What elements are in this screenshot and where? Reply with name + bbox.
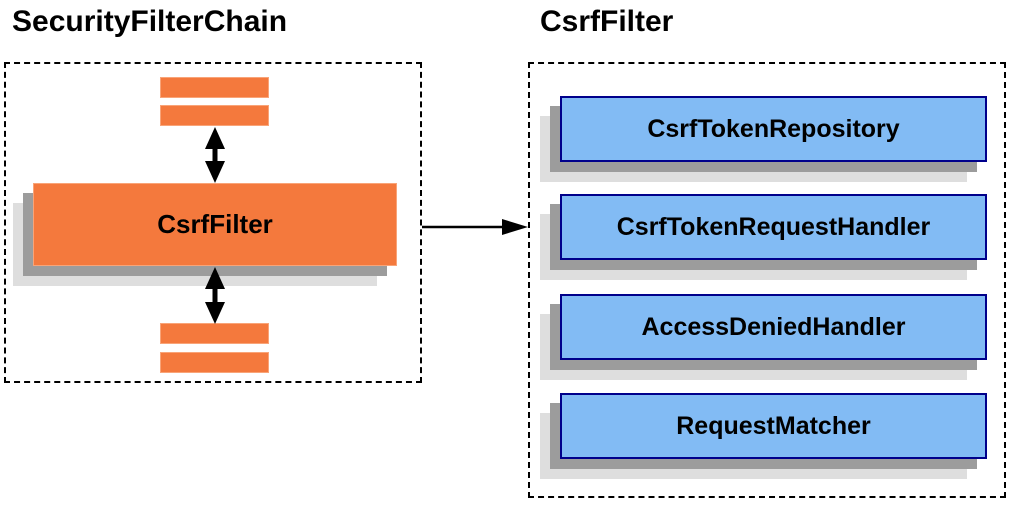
csrf-filter-node: CsrfFilter: [33, 183, 397, 266]
csrf-filter-node-label: CsrfFilter: [157, 209, 273, 239]
csrf-filter-container: [528, 62, 1006, 498]
flow-arrow-icon: [422, 219, 528, 235]
filter-placeholder-bar-2: [160, 105, 269, 126]
csrf-filter-title: CsrfFilter: [540, 5, 674, 38]
component-box-csrf-token-request-handler: CsrfTokenRequestHandler: [560, 194, 987, 260]
component-box-label: RequestMatcher: [676, 411, 871, 440]
filter-placeholder-bar-3: [160, 323, 269, 344]
component-box-csrf-token-repository: CsrfTokenRepository: [560, 96, 987, 162]
component-box-label: AccessDeniedHandler: [641, 312, 906, 341]
component-box-label: CsrfTokenRepository: [647, 114, 900, 143]
component-box-request-matcher: RequestMatcher: [560, 393, 987, 459]
filter-placeholder-bar-1: [160, 77, 269, 98]
security-filter-chain-title: SecurityFilterChain: [12, 5, 288, 38]
component-box-label: CsrfTokenRequestHandler: [616, 212, 931, 241]
security-filter-chain-container: [4, 62, 422, 383]
component-box-access-denied-handler: AccessDeniedHandler: [560, 294, 987, 360]
filter-placeholder-bar-4: [160, 352, 269, 373]
